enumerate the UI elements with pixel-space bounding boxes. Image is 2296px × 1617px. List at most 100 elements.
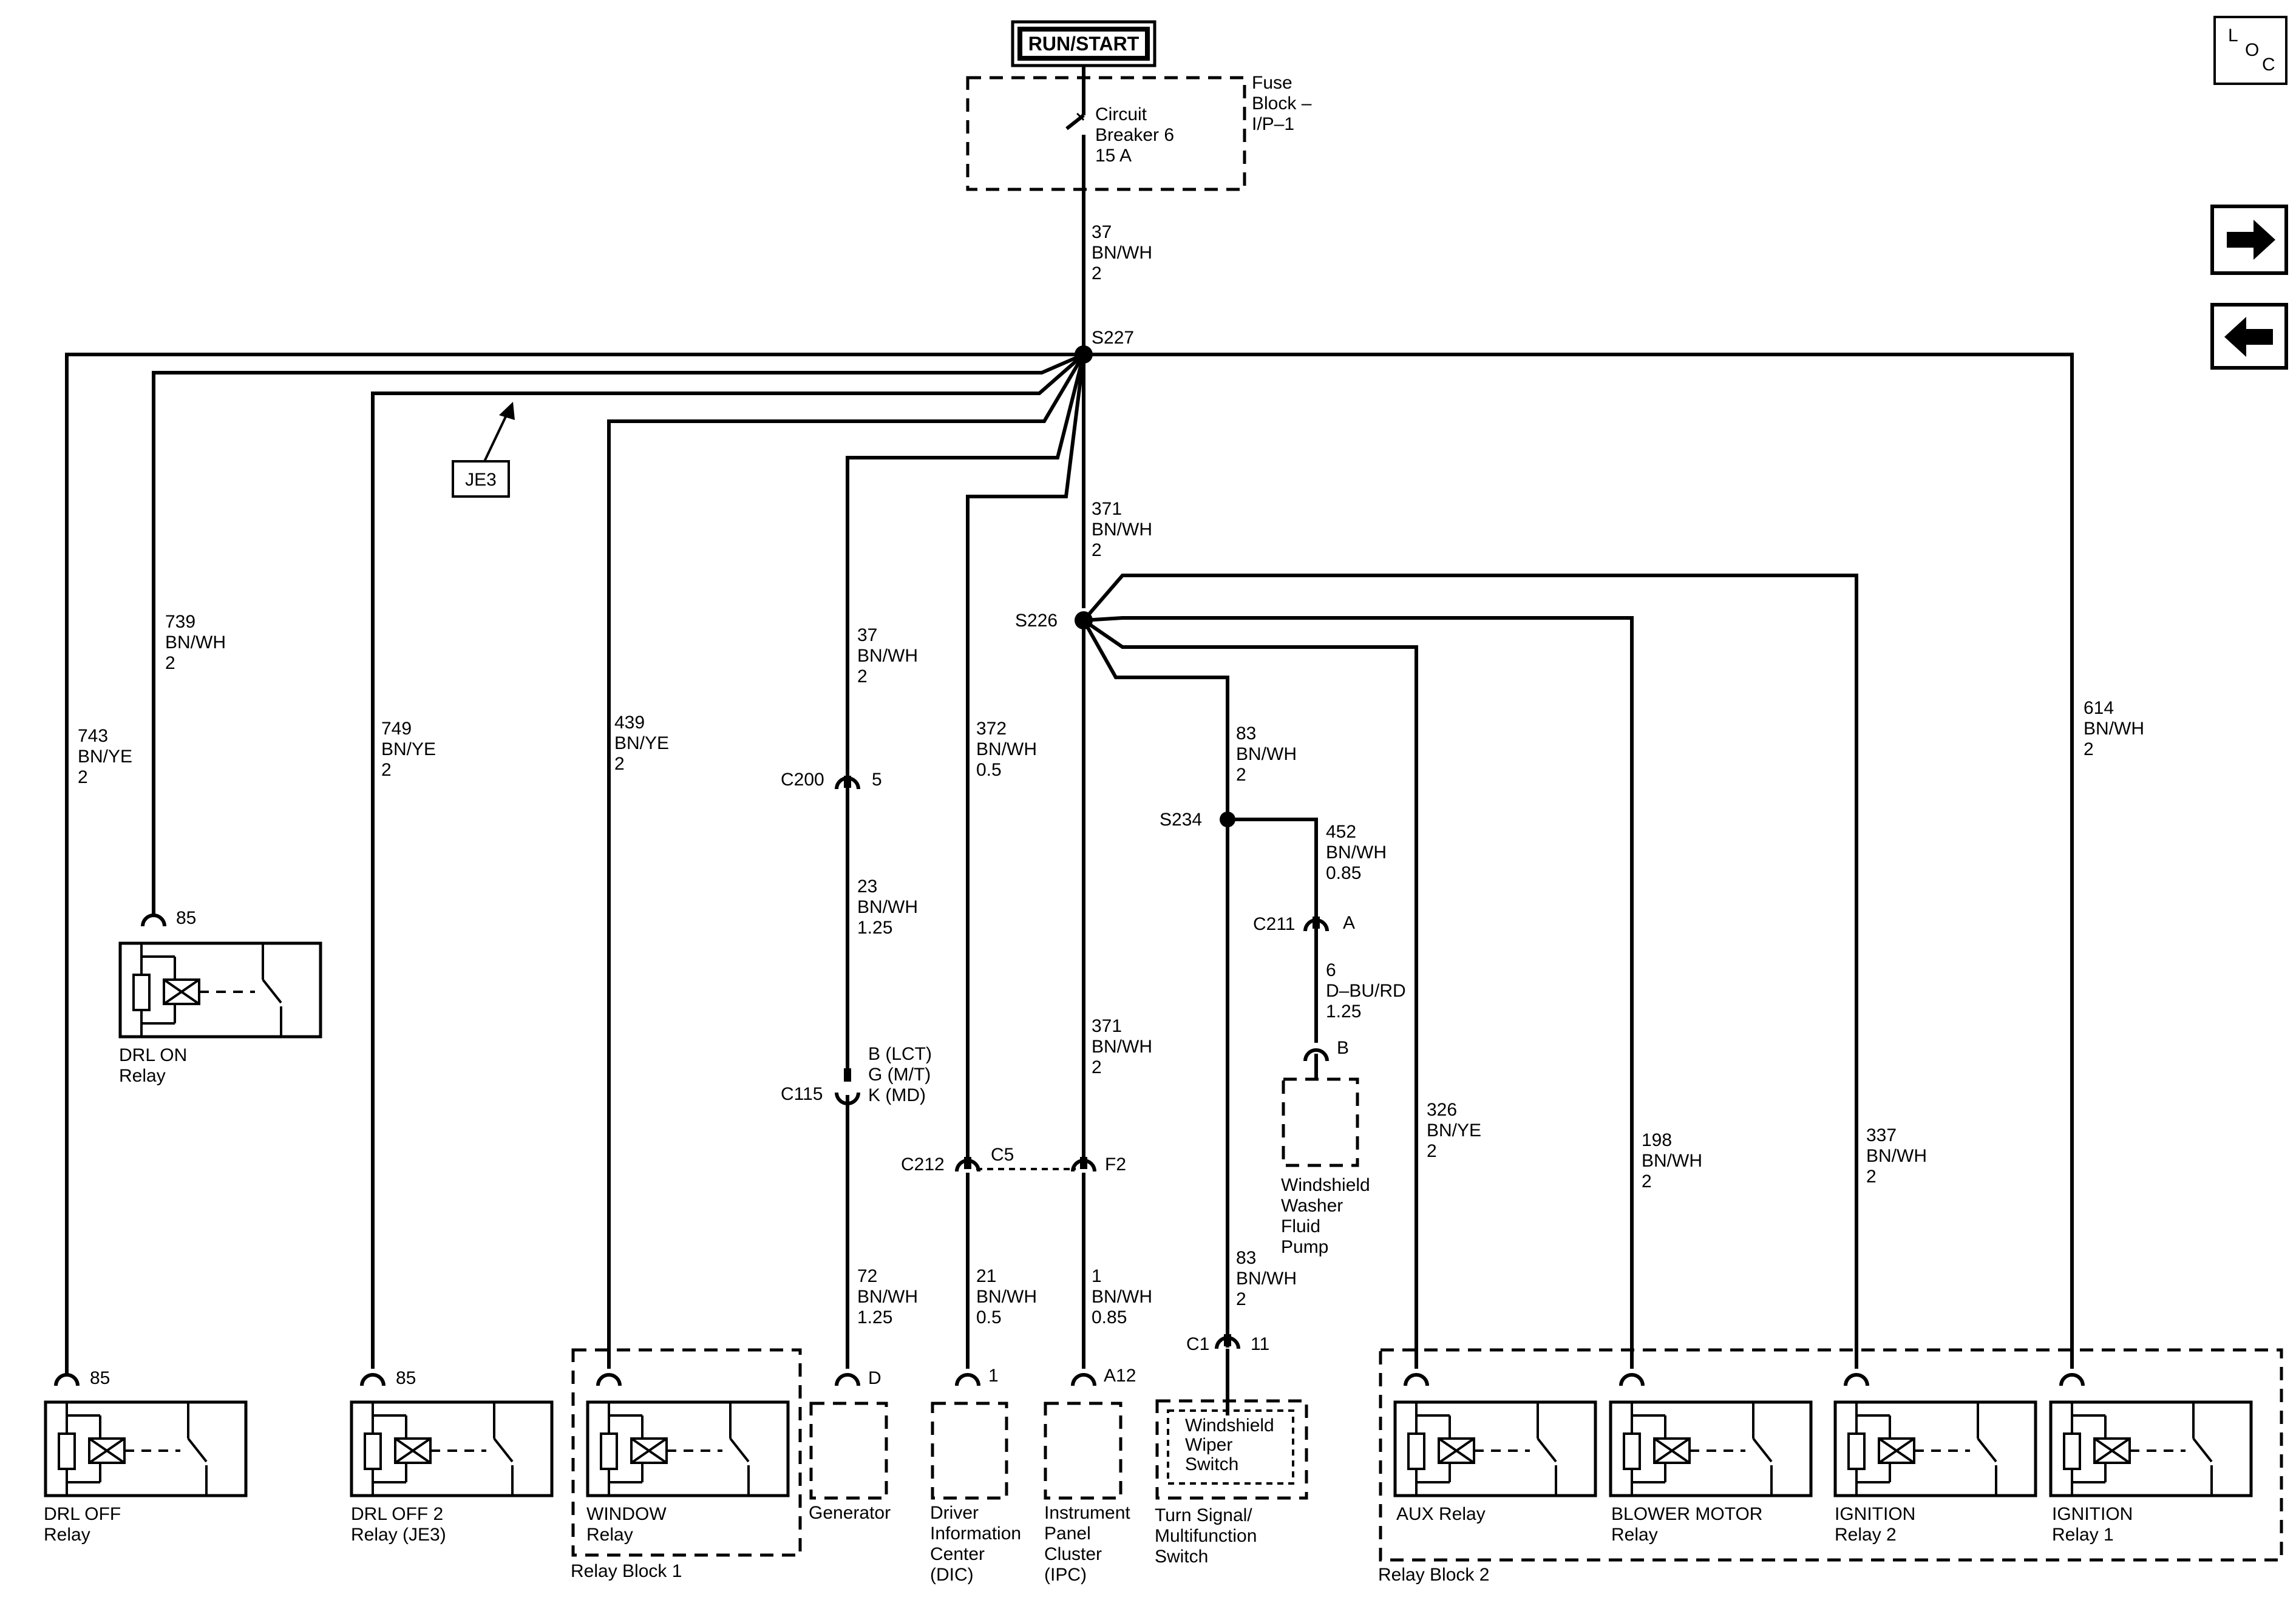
wire-label-line: BN/WH: [857, 1287, 918, 1307]
wire-label-line: 2: [1092, 1057, 1102, 1077]
wire-label-line: BN/WH: [1642, 1151, 1702, 1171]
connector-pin-label: B (LCT): [868, 1044, 932, 1064]
wire-label-line: 452: [1326, 822, 1356, 842]
pin-cup: [955, 1373, 980, 1386]
wire-label-line: BN/YE: [78, 747, 132, 767]
wire-label-line: BN/WH: [1866, 1146, 1927, 1166]
wire-label-line: BN/YE: [1427, 1120, 1481, 1141]
loc-letter: O: [2245, 40, 2259, 60]
wire-label-line: 1.25: [857, 1307, 892, 1327]
pin-cup: [596, 1373, 622, 1386]
component-label: AUX Relay: [1396, 1504, 1486, 1524]
wire-label-line: BN/WH: [857, 646, 918, 666]
wire-label-72: 72 BN/WH 1.25: [857, 1266, 918, 1327]
connector-pin-label: 5: [872, 770, 882, 790]
wire-label-line: 23: [857, 876, 877, 897]
component-label: Relay 1: [2052, 1525, 2114, 1545]
wire-label-line: BN/WH: [1092, 520, 1152, 540]
breaker-line: Breaker 6: [1095, 125, 1174, 145]
wire-label-739: 739 BN/WH 2: [165, 612, 226, 673]
component-label: Cluster: [1044, 1544, 1102, 1564]
wire-label-line: 2: [614, 754, 625, 774]
connector-pin-label: F2: [1105, 1154, 1126, 1175]
component-label: IGNITION: [1835, 1504, 1915, 1524]
wire-label-line: 614: [2084, 698, 2114, 718]
component-label: Relay (JE3): [351, 1525, 446, 1545]
wire-label-line: 83: [1236, 1248, 1256, 1268]
ignition-relay-1: IGNITION Relay 1: [2051, 1402, 2251, 1545]
drl-off-2-relay: DRL OFF 2 Relay (JE3): [351, 1402, 552, 1545]
wire-label-83-b: 83 BN/WH 2: [1236, 1248, 1297, 1309]
connector-pin-label: D: [868, 1368, 881, 1388]
wire-label-line: 743: [78, 726, 108, 746]
component-label: Center: [930, 1544, 985, 1564]
pin-cup: [141, 914, 166, 927]
component-label: Driver: [930, 1503, 979, 1523]
wire-label-line: BN/WH: [2084, 719, 2144, 739]
wire-label-37-gen: 37 BN/WH 2: [857, 625, 918, 686]
component-label: Relay: [44, 1525, 90, 1545]
wire-label-line: BN/WH: [1236, 1269, 1297, 1289]
breaker-line: 15 A: [1095, 146, 1132, 166]
breaker-mark-icon: ×: [1076, 107, 1085, 126]
pin-cup: [1303, 1048, 1329, 1062]
window-relay: WINDOW Relay: [586, 1402, 788, 1545]
pin-cup: [1071, 1373, 1096, 1386]
splice-s234: [1220, 812, 1235, 827]
component-label: Multifunction: [1155, 1526, 1257, 1546]
wire-label-line: 371: [1092, 499, 1122, 519]
connector-label: C200: [781, 770, 824, 790]
wire-label-line: 21: [976, 1266, 996, 1286]
connector-label: C115: [781, 1084, 823, 1104]
wire-label-23: 23 BN/WH 1.25: [857, 876, 918, 938]
power-source: RUN/START: [1011, 20, 1156, 67]
wire-label-line: 37: [1092, 222, 1112, 242]
relay-block-2: Relay Block 2: [1378, 1348, 2283, 1585]
wire-label-line: 1.25: [857, 918, 892, 938]
instrument-panel-cluster: Instrument Panel Cluster (IPC): [1044, 1402, 1130, 1585]
component-label: Generator: [809, 1503, 891, 1523]
wire-label-line: BN/WH: [976, 1287, 1037, 1307]
wire-label-372: 372 BN/WH 0.5: [976, 719, 1037, 780]
connector-pin-label: B: [1337, 1038, 1349, 1058]
wire-label-line: 2: [2084, 739, 2094, 759]
fuse-block-line: Block –: [1252, 93, 1312, 114]
wire-label-371-a: 371 BN/WH 2: [1092, 499, 1152, 560]
relay-block-label: Relay Block 2: [1378, 1565, 1489, 1585]
component-label: Windshield: [1185, 1415, 1274, 1436]
aux-relay: AUX Relay: [1395, 1402, 1595, 1524]
wire-label-198: 198 BN/WH 2: [1642, 1130, 1702, 1192]
wire-label-line: 371: [1092, 1016, 1122, 1036]
wire-label-line: 337: [1866, 1125, 1897, 1145]
wire-label-line: 2: [1236, 765, 1246, 785]
loc-button[interactable]: L O C: [2213, 16, 2288, 85]
windshield-washer-fluid-pump: Windshield Washer Fluid Pump: [1281, 1077, 1370, 1257]
component-label: Washer: [1281, 1196, 1343, 1216]
connector-label: C1: [1186, 1334, 1209, 1354]
forward-button[interactable]: [2210, 205, 2288, 275]
back-button[interactable]: [2210, 303, 2288, 370]
ignition-relay-2: IGNITION Relay 2: [1835, 1402, 2036, 1545]
connector-pin-label: 11: [1251, 1334, 1269, 1354]
component-label: IGNITION: [2052, 1504, 2133, 1524]
splice-s227: [1075, 345, 1093, 364]
wire-label-439: 439 BN/YE 2: [614, 713, 669, 774]
wire-label-line: 2: [1236, 1289, 1246, 1309]
connector-symbols: [54, 776, 2085, 1409]
wire-label-line: 37: [857, 625, 877, 645]
wire-label-326: 326 BN/YE 2: [1427, 1100, 1481, 1161]
wire-label-83-a: 83 BN/WH 2: [1236, 724, 1297, 785]
wire-label-21: 21 BN/WH 0.5: [976, 1266, 1037, 1327]
arrow-up-icon: [499, 402, 515, 420]
wire-label-line: 372: [976, 719, 1007, 739]
wire-label-line: 2: [1092, 263, 1102, 283]
connector-pin-label: 85: [396, 1368, 416, 1388]
wire-label-line: 0.85: [1092, 1307, 1127, 1327]
fuse-block-label: Fuse Block – I/P–1: [1252, 73, 1312, 134]
wire-label-line: 2: [1642, 1171, 1652, 1192]
connector-pin-label: 85: [90, 1368, 110, 1388]
pin-cup: [2059, 1373, 2085, 1386]
breaker-label: Circuit Breaker 6 15 A: [1095, 104, 1174, 166]
wire-label-37-top: 37 BN/WH 2: [1092, 222, 1152, 283]
